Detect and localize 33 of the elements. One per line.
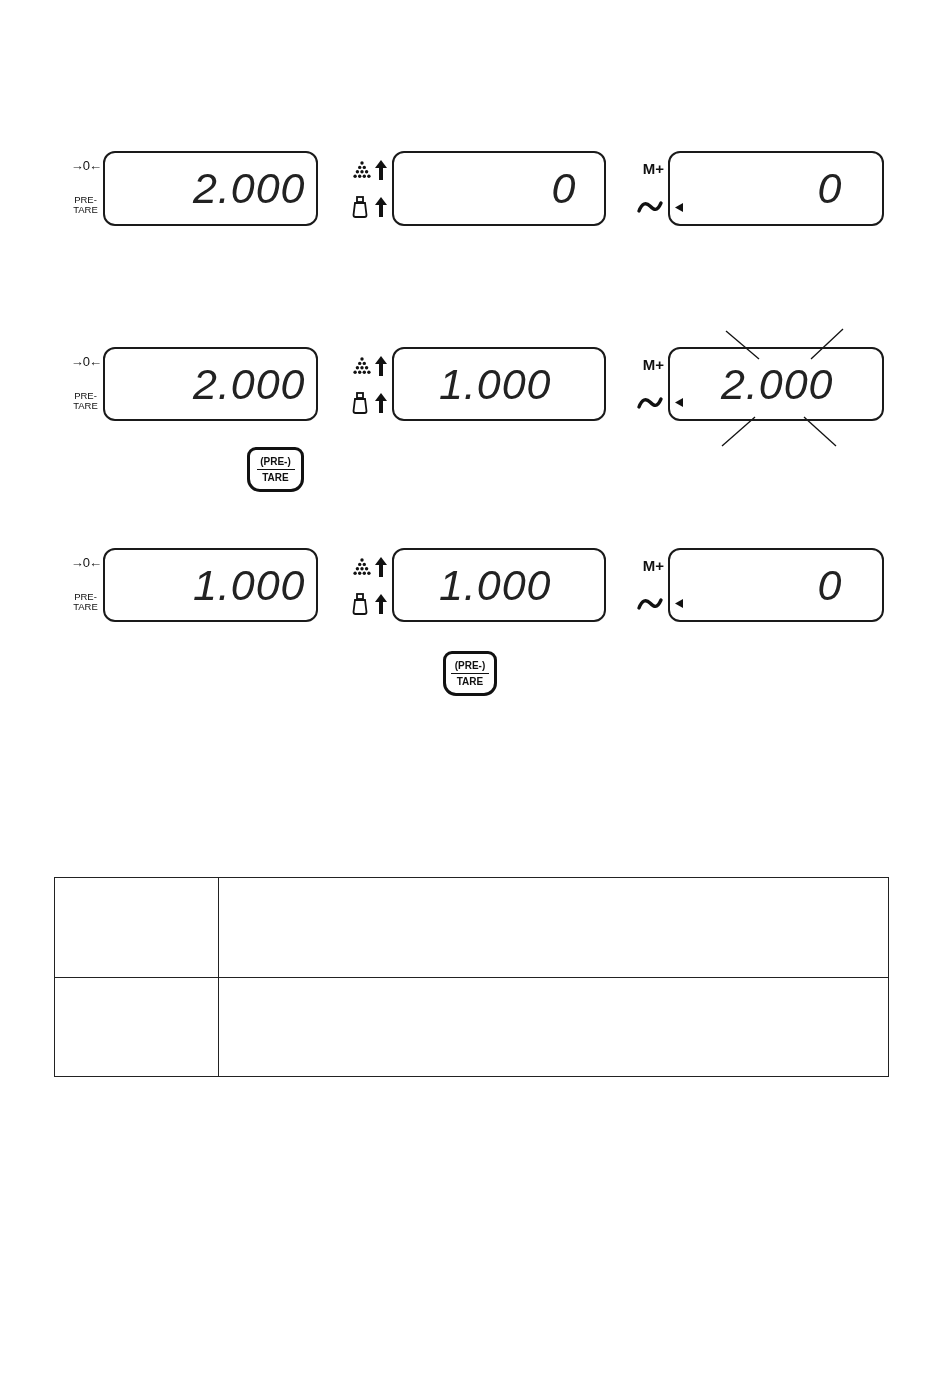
lcd-display (103, 151, 318, 226)
tare-key (443, 651, 497, 696)
display-reading: 1.000 (438, 566, 552, 603)
zero-indicator-label: →0← (70, 556, 101, 570)
lcd-display (668, 347, 884, 421)
lcd-display (668, 151, 884, 226)
display-reading: 2.000 (192, 365, 306, 402)
memory-indicator-label: M+ (642, 357, 664, 373)
zero-indicator-label: →0← (70, 355, 101, 369)
key-label: (PRE-) (260, 455, 291, 467)
display-reading: 1.000 (192, 566, 306, 603)
display-reading: 0 (551, 170, 577, 206)
key-label: TARE (262, 472, 289, 484)
memory-indicator-label: M+ (642, 161, 664, 177)
pre-tare-label: PRE- TARE (72, 391, 99, 411)
lcd-display (103, 347, 318, 421)
lcd-display (103, 548, 318, 622)
key-label: TARE (456, 676, 484, 688)
lcd-display (392, 347, 606, 421)
lcd-display (392, 548, 606, 622)
pre-tare-label: PRE- TARE (72, 592, 99, 612)
display-reading: 2.000 (192, 170, 306, 206)
lcd-display (392, 151, 606, 226)
display-reading: 1.000 (438, 365, 552, 402)
display-reading: 0 (817, 170, 843, 206)
zero-indicator-label: →0← (70, 159, 101, 173)
key-label: (PRE-) (454, 659, 486, 671)
lcd-display (668, 548, 884, 622)
memory-indicator-label: M+ (642, 558, 664, 574)
tare-key (247, 447, 304, 492)
display-reading: 2.000 (720, 365, 834, 402)
display-reading: 0 (817, 566, 843, 603)
pre-tare-label: PRE- TARE (72, 195, 99, 215)
